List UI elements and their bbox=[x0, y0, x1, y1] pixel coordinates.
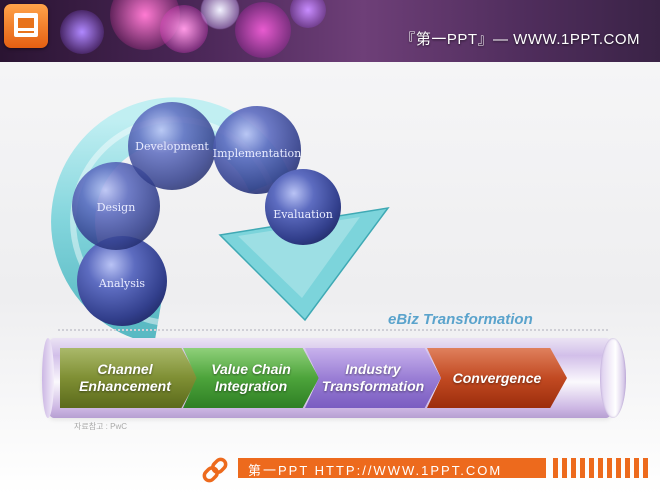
stage-evaluation: Evaluation bbox=[265, 169, 341, 245]
footer-url[interactable]: 第一PPT HTTP://WWW.1PPT.COM bbox=[248, 463, 503, 478]
cycle-diagram: Analysis Design Development Implementati… bbox=[51, 97, 390, 344]
arrowhead-highlight bbox=[238, 217, 360, 298]
footer-bar bbox=[238, 458, 546, 478]
stage-label-evaluation: Evaluation bbox=[273, 208, 333, 221]
step-industry-transformation: Industry Transformation bbox=[305, 348, 441, 408]
footer-stripes bbox=[553, 458, 648, 478]
stage-label-analysis: Analysis bbox=[98, 277, 145, 290]
step-line-1: Industry bbox=[345, 361, 401, 377]
step-convergence: Convergence bbox=[427, 348, 567, 408]
stage-design: Design bbox=[72, 162, 160, 250]
sphere-development bbox=[128, 102, 216, 190]
source-note: 자료참고 : PwC bbox=[74, 422, 127, 431]
tube-right-cap bbox=[600, 338, 626, 418]
bokeh-light bbox=[290, 0, 326, 28]
step-value-chain-integration: Value Chain Integration bbox=[183, 348, 319, 408]
header-title: 『第一PPT』— WWW.1PPT.COM bbox=[400, 31, 640, 48]
step-line-1: Convergence bbox=[452, 369, 542, 386]
stage-analysis: Analysis bbox=[77, 236, 167, 326]
step-line-2: Transformation bbox=[321, 378, 425, 394]
step-line-2: Enhancement bbox=[79, 378, 171, 394]
header-banner: 『第一PPT』— WWW.1PPT.COM bbox=[0, 0, 660, 62]
sphere-design bbox=[72, 162, 160, 250]
sphere-analysis bbox=[77, 236, 167, 326]
tube-left-cap bbox=[42, 338, 54, 418]
document-glyph bbox=[14, 13, 38, 37]
bar-glyph bbox=[18, 31, 34, 33]
ebiz-label: eBiz Transformation bbox=[388, 311, 533, 328]
sphere-implementation bbox=[213, 106, 301, 194]
dotted-divider bbox=[58, 329, 608, 331]
step-channel-enhancement: Channel Enhancement bbox=[60, 348, 198, 408]
stage-label-development: Development bbox=[135, 140, 209, 153]
stage-label-design: Design bbox=[97, 201, 136, 214]
screen-glyph bbox=[18, 18, 34, 28]
bokeh-light bbox=[60, 10, 104, 54]
step-label: Industry Transformation bbox=[322, 361, 424, 395]
sphere-evaluation bbox=[265, 169, 341, 245]
step-line-1: Channel bbox=[97, 361, 153, 377]
step-line-1: Value Chain bbox=[211, 361, 291, 377]
step-line-2: Integration bbox=[214, 378, 288, 394]
stage-development: Development bbox=[128, 102, 216, 190]
step-label: Channel Enhancement bbox=[79, 361, 171, 395]
bokeh-light bbox=[235, 2, 291, 58]
link-icon[interactable] bbox=[200, 455, 230, 485]
step-label: Value Chain Integration bbox=[211, 361, 291, 395]
stage-implementation: Implementation bbox=[213, 106, 302, 194]
step-label: Convergence bbox=[453, 370, 542, 387]
stage-label-implementation: Implementation bbox=[213, 147, 302, 160]
ppt-slide-icon[interactable] bbox=[4, 4, 48, 48]
